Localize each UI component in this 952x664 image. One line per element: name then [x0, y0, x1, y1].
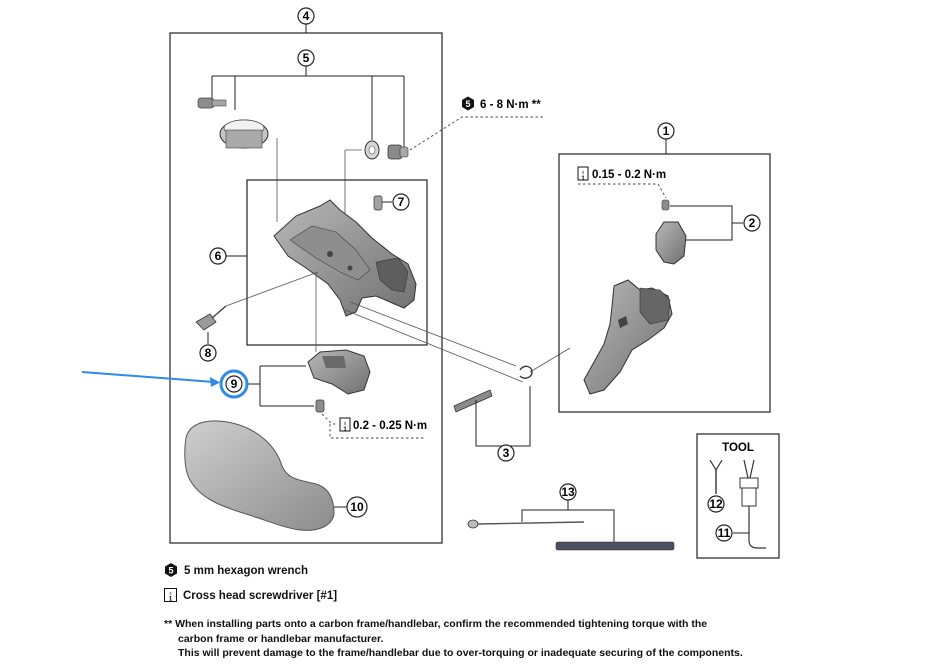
e-ring-part: [519, 365, 533, 379]
callout-7: 7: [392, 193, 410, 211]
callout-1: 1: [657, 122, 675, 140]
callout-2: 2: [743, 214, 761, 232]
lever-assembly-box: [558, 153, 771, 413]
callout-9-highlighted[interactable]: 9: [219, 369, 249, 399]
callout-5: 5: [297, 49, 315, 67]
callout-10-label: 10: [350, 500, 364, 514]
cable-tool-part: [709, 459, 723, 494]
hex-wrench-icon: 5: [165, 563, 177, 577]
outer-casing-part: [555, 541, 675, 551]
callout-13: 13: [559, 483, 577, 501]
cover-part: [307, 349, 371, 395]
note-line-3: This will prevent damage to the frame/ha…: [178, 647, 743, 659]
callout-8: 8: [199, 344, 217, 362]
callout-13-label: 13: [561, 485, 575, 499]
callout-7-label: 7: [398, 195, 405, 209]
torque-spec-cover-screw: ♁ 1 0.2 - 0.25 N·m: [339, 417, 427, 433]
callout-6-label: 6: [215, 249, 222, 263]
svg-text:♁: ♁: [168, 590, 173, 597]
torque-cover-value: 0.2 - 0.25 N·m: [353, 420, 427, 432]
svg-text:1: 1: [169, 597, 173, 603]
callout-12: 12: [707, 495, 725, 513]
callout-6: 6: [209, 247, 227, 265]
callout-3: 3: [497, 444, 515, 462]
torque-spec-clamp: 5 6 - 8 N·m **: [462, 96, 541, 111]
callout-5-label: 5: [303, 51, 310, 65]
svg-text:5: 5: [168, 566, 173, 576]
highlight-arrow: [81, 371, 220, 387]
legend-screwdriver: ♁ 1 Cross head screwdriver [#1]: [164, 588, 337, 603]
callout-8-label: 8: [205, 346, 212, 360]
svg-text:♁: ♁: [581, 169, 586, 176]
callout-3-label: 3: [503, 446, 510, 460]
callout-1-label: 1: [663, 124, 670, 138]
carbon-warning-note: ** When installing parts onto a carbon f…: [164, 617, 743, 661]
cable-guide-tool-part: [739, 459, 766, 549]
torque-clamp-value: 6 - 8 N·m **: [480, 99, 541, 111]
clamp-band-part: [219, 119, 269, 149]
lever-screw-part: [661, 199, 670, 211]
callout-11-label: 11: [718, 526, 731, 540]
bracket-hood-part: [184, 420, 335, 531]
callout-12-label: 12: [709, 497, 723, 511]
callout-10: 10: [346, 496, 368, 518]
note-line-1: ** When installing parts onto a carbon f…: [164, 618, 708, 630]
clamp-nut-part: [387, 144, 409, 160]
legend-hex-wrench-text: 5 mm hexagon wrench: [184, 565, 308, 577]
pin-part: [373, 195, 383, 211]
main-lever-part: [583, 279, 673, 395]
legend-screwdriver-text: Cross head screwdriver [#1]: [183, 590, 338, 602]
cover-screw-part: [315, 399, 325, 413]
callout-11: 11: [715, 524, 733, 542]
note-line-2: carbon frame or handlebar manufacturer.: [178, 632, 384, 645]
callout-4: 4: [297, 7, 315, 25]
callout-4-label: 4: [303, 9, 310, 23]
inner-cable-part: [467, 519, 585, 529]
svg-text:1: 1: [343, 427, 347, 433]
callout-2-label: 2: [749, 216, 756, 230]
shift-button-part: [655, 221, 687, 265]
svg-text:1: 1: [581, 176, 585, 182]
torque-lever-value: 0.15 - 0.2 N·m: [592, 169, 666, 181]
washer-part: [364, 140, 380, 160]
svg-text:♁: ♁: [343, 420, 348, 427]
bracket-body-box: [246, 179, 428, 346]
torque-spec-lever: ♁ 1 0.15 - 0.2 N·m: [577, 166, 666, 182]
spring-part: [195, 305, 227, 331]
axle-pin-part: [453, 389, 493, 413]
hex-badge-label: 5: [465, 99, 470, 109]
clamp-bolt-part: [197, 97, 227, 109]
cross-screwdriver-icon: ♁ 1: [164, 588, 177, 602]
tool-box-title: TOOL: [722, 442, 754, 454]
tool-box: [696, 433, 780, 559]
callout-9-label: 9: [231, 377, 238, 391]
bracket-body-part: [273, 199, 417, 317]
legend-hex-wrench: 5 5 mm hexagon wrench: [164, 563, 308, 578]
